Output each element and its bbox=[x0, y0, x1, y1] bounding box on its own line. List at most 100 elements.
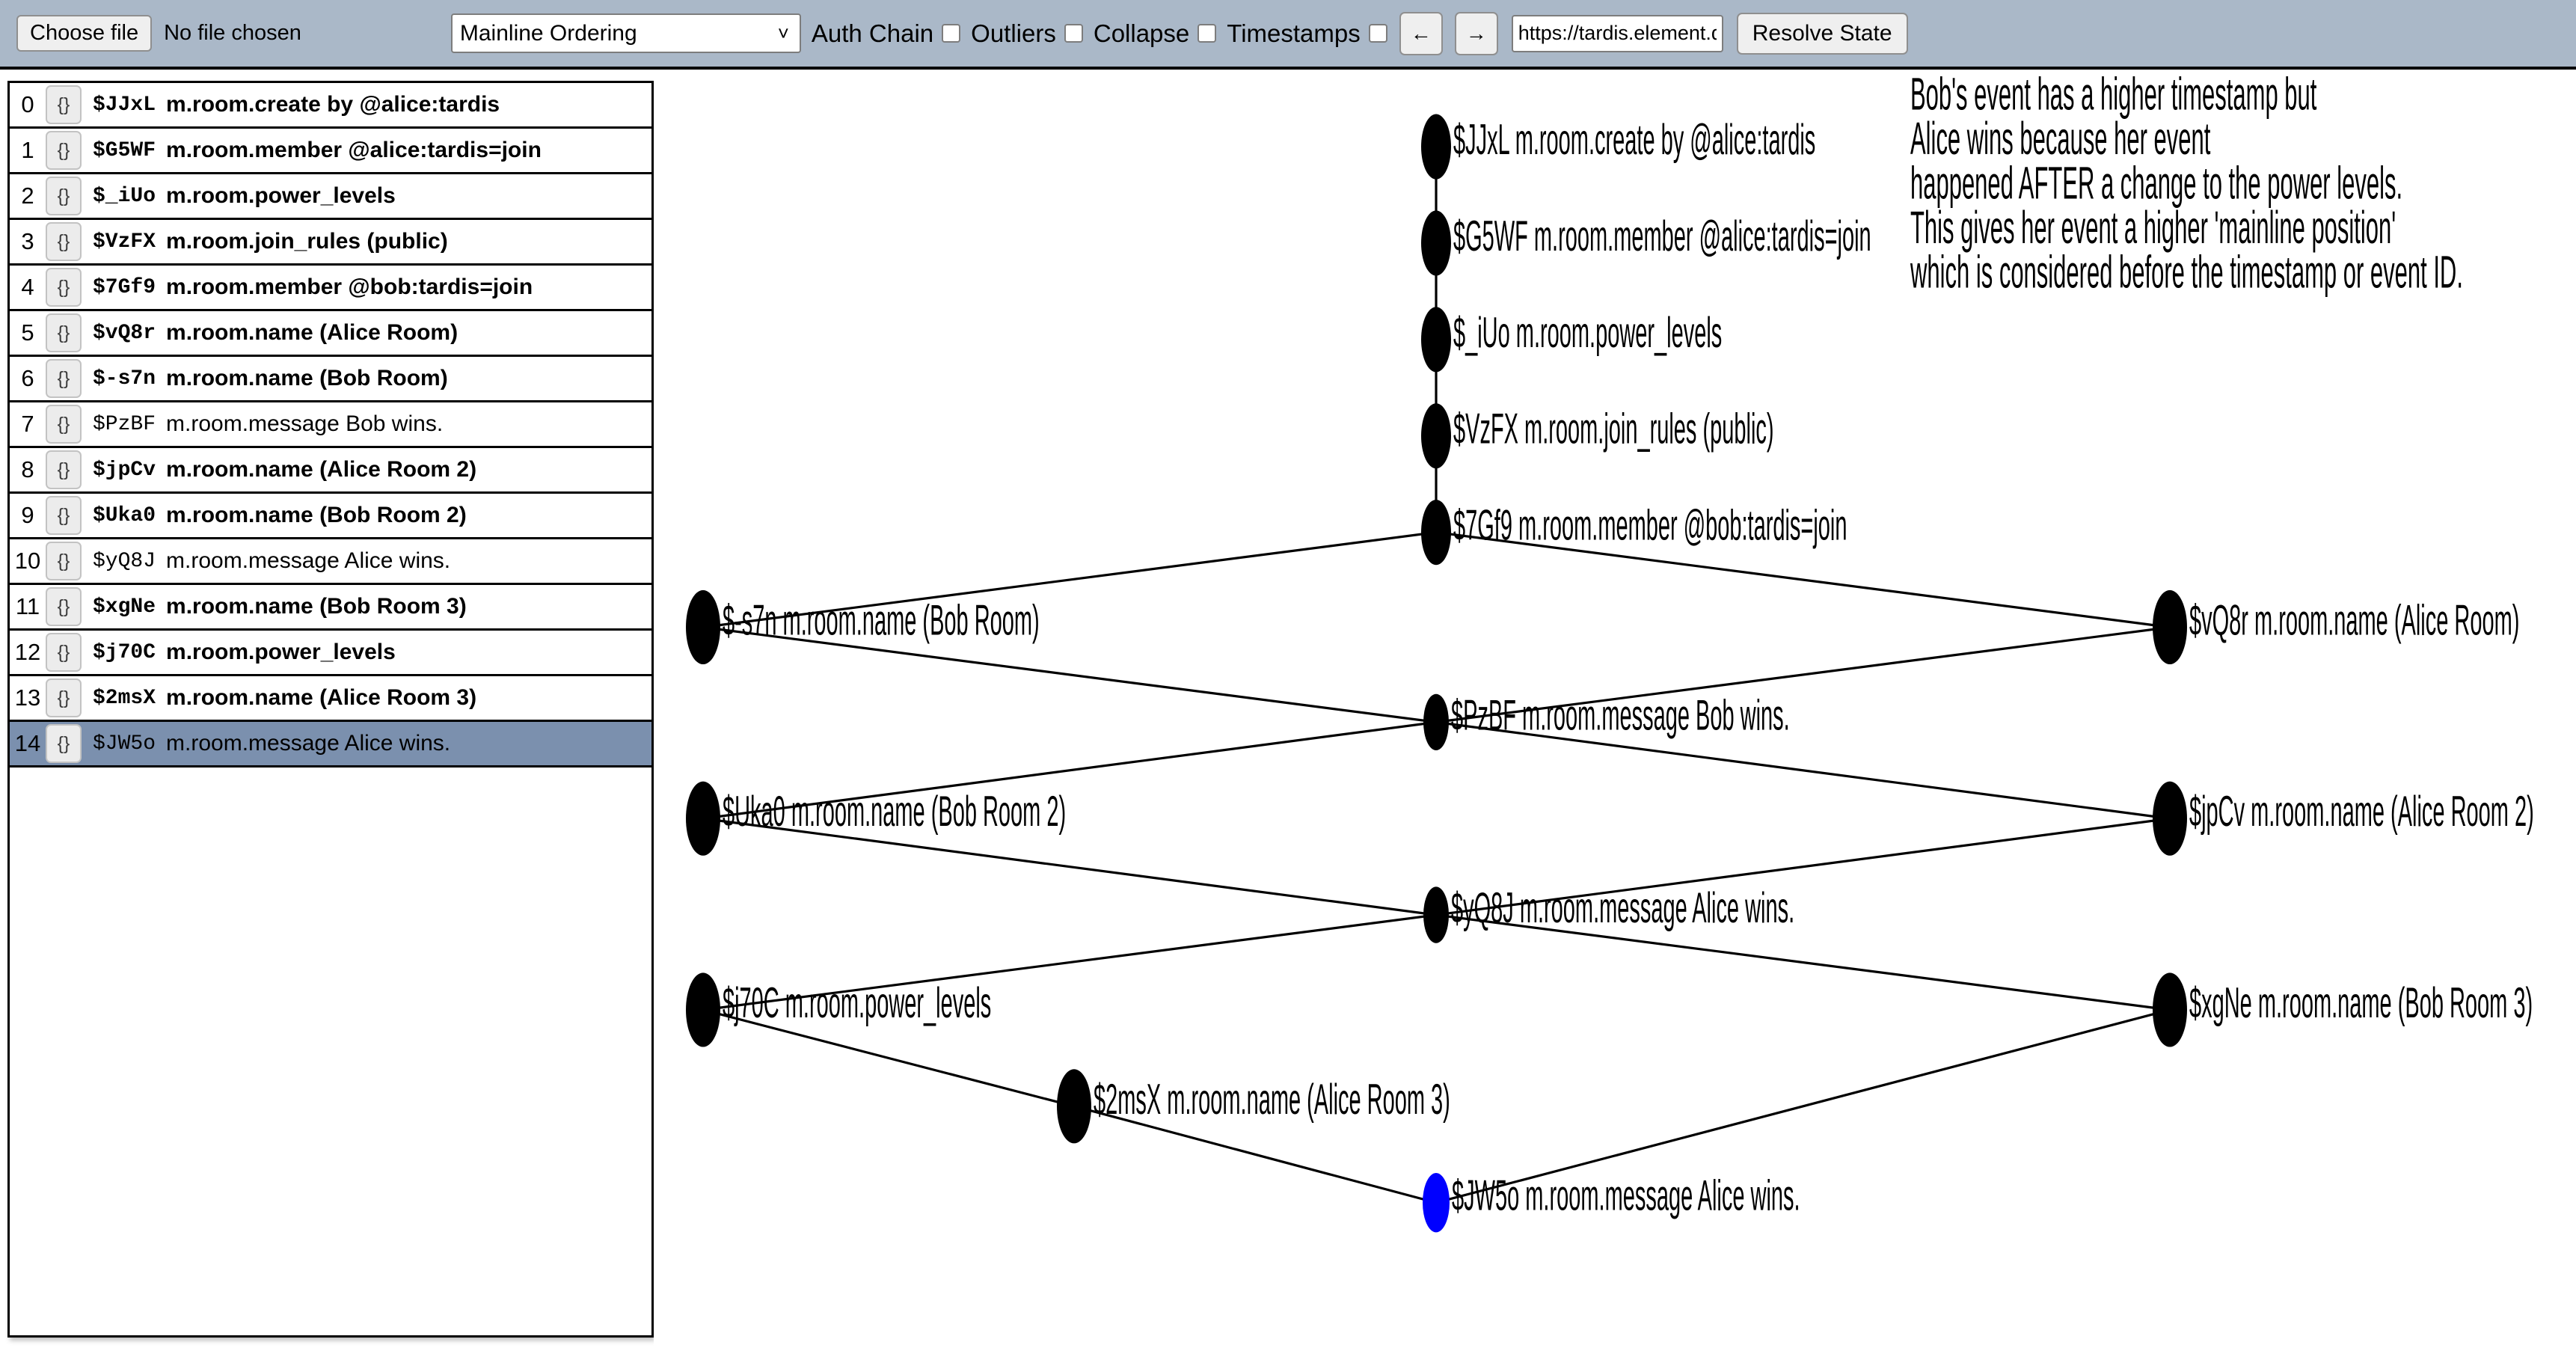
server-url-input[interactable] bbox=[1511, 14, 1723, 52]
dag-node-circle[interactable] bbox=[1057, 1069, 1091, 1144]
dag-node-circle[interactable] bbox=[686, 972, 720, 1047]
event-index: 11 bbox=[15, 593, 40, 619]
event-id: $2msX bbox=[93, 686, 156, 710]
dag-node-circle[interactable] bbox=[1421, 403, 1451, 469]
json-badge-icon[interactable]: {} bbox=[46, 633, 82, 672]
event-id: $PzBF bbox=[93, 412, 156, 436]
dag-node[interactable]: $PzBF m.room.message Bob wins. bbox=[1423, 691, 1790, 751]
graph-annotation-line: This gives her event a higher 'mainline … bbox=[1910, 203, 2396, 254]
graph-annotation-line: Alice wins because her event bbox=[1910, 114, 2211, 165]
event-description: m.room.join_rules (public) bbox=[166, 229, 448, 254]
event-id: $VzFX bbox=[93, 230, 156, 254]
json-badge-icon[interactable]: {} bbox=[46, 587, 82, 626]
json-badge-icon[interactable]: {} bbox=[46, 724, 82, 763]
json-badge-icon[interactable]: {} bbox=[46, 496, 82, 535]
json-badge-icon[interactable]: {} bbox=[46, 405, 82, 444]
json-badge-icon[interactable]: {} bbox=[46, 450, 82, 489]
auth-chain-checkbox[interactable] bbox=[942, 24, 961, 43]
dag-node[interactable]: $jpCv m.room.name (Alice Room 2) bbox=[2153, 781, 2534, 856]
json-badge-icon[interactable]: {} bbox=[46, 313, 82, 352]
dag-node-circle[interactable] bbox=[686, 781, 720, 856]
json-badge-icon[interactable]: {} bbox=[46, 177, 82, 215]
dag-node[interactable]: $yQ8J m.room.message Alice wins. bbox=[1423, 883, 1794, 943]
dag-edge bbox=[1436, 627, 2170, 722]
event-id: $vQ8r bbox=[93, 321, 156, 345]
ordering-select[interactable]: Mainline Ordering bbox=[450, 13, 801, 53]
dag-node[interactable]: $Uka0 m.room.name (Bob Room 2) bbox=[686, 781, 1066, 856]
resolve-state-button[interactable]: Resolve State bbox=[1736, 12, 1908, 55]
json-badge-icon[interactable]: {} bbox=[46, 678, 82, 717]
dag-node-circle[interactable] bbox=[2153, 589, 2187, 665]
back-arrow-button[interactable]: ← bbox=[1399, 11, 1443, 55]
dag-node-circle[interactable] bbox=[1421, 307, 1451, 373]
dag-node-circle[interactable] bbox=[686, 589, 720, 665]
dag-node-label: $7Gf9 m.room.member @bob:tardis=join bbox=[1453, 501, 1847, 549]
dag-node[interactable]: $_iUo m.room.power_levels bbox=[1421, 307, 1722, 373]
forward-arrow-button[interactable]: → bbox=[1454, 11, 1498, 55]
dag-node[interactable]: $-s7n m.room.name (Bob Room) bbox=[686, 589, 1040, 665]
dag-node-circle[interactable] bbox=[1421, 114, 1451, 180]
dag-node[interactable]: $vQ8r m.room.name (Alice Room) bbox=[2153, 589, 2519, 665]
dag-node[interactable]: $VzFX m.room.join_rules (public) bbox=[1421, 403, 1774, 469]
event-index: 2 bbox=[21, 183, 34, 209]
event-index: 9 bbox=[21, 502, 34, 528]
event-dag-graph[interactable]: $JJxL m.room.create by @alice:tardis $G5W… bbox=[654, 73, 2576, 1348]
timestamps-checkbox[interactable] bbox=[1368, 24, 1387, 43]
json-badge-icon[interactable]: {} bbox=[46, 131, 82, 170]
event-description: m.room.message Alice wins. bbox=[166, 548, 451, 573]
dag-node-circle[interactable] bbox=[2153, 781, 2187, 856]
dag-node-label: $vQ8r m.room.name (Alice Room) bbox=[2189, 596, 2519, 644]
dag-node-circle-selected[interactable] bbox=[1423, 1173, 1450, 1233]
dag-node-circle[interactable] bbox=[1421, 499, 1451, 566]
event-index: 13 bbox=[14, 684, 41, 711]
json-badge-icon[interactable]: {} bbox=[46, 542, 82, 580]
dag-node-circle[interactable] bbox=[1423, 693, 1449, 751]
dag-node-circle[interactable] bbox=[1423, 886, 1449, 943]
json-badge-icon[interactable]: {} bbox=[46, 268, 82, 307]
dag-node-circle[interactable] bbox=[2153, 972, 2187, 1047]
dag-edge bbox=[703, 818, 1436, 915]
dag-node-label: $JW5o m.room.message Alice wins. bbox=[1452, 1171, 1800, 1219]
dag-node[interactable]: $xgNe m.room.name (Bob Room 3) bbox=[2153, 972, 2533, 1047]
dag-node[interactable]: $JW5o m.room.message Alice wins. bbox=[1423, 1171, 1800, 1233]
json-badge-icon[interactable]: {} bbox=[46, 222, 82, 261]
choose-file-button[interactable]: Choose file bbox=[16, 14, 153, 52]
event-index: 4 bbox=[21, 274, 34, 300]
dag-node[interactable]: $G5WF m.room.member @alice:tardis=join bbox=[1421, 210, 1871, 276]
dag-node[interactable]: $2msX m.room.name (Alice Room 3) bbox=[1057, 1069, 1450, 1144]
collapse-checkbox[interactable] bbox=[1197, 24, 1217, 43]
ordering-select-wrap[interactable]: Mainline Ordering ˅ bbox=[450, 13, 801, 53]
event-index: 12 bbox=[14, 639, 41, 665]
dag-edge bbox=[1436, 818, 2170, 915]
dag-node-circle[interactable] bbox=[1421, 210, 1451, 276]
dag-node[interactable]: $7Gf9 m.room.member @bob:tardis=join bbox=[1421, 499, 1847, 566]
json-badge-icon[interactable]: {} bbox=[46, 85, 82, 124]
dag-node[interactable]: $j70C m.room.power_levels bbox=[686, 972, 991, 1047]
dag-node-label: $VzFX m.room.join_rules (public) bbox=[1453, 405, 1774, 453]
outliers-checkbox[interactable] bbox=[1064, 24, 1083, 43]
dag-node[interactable]: $JJxL m.room.create by @alice:tardis bbox=[1421, 114, 1815, 180]
json-badge-icon[interactable]: {} bbox=[46, 359, 82, 398]
